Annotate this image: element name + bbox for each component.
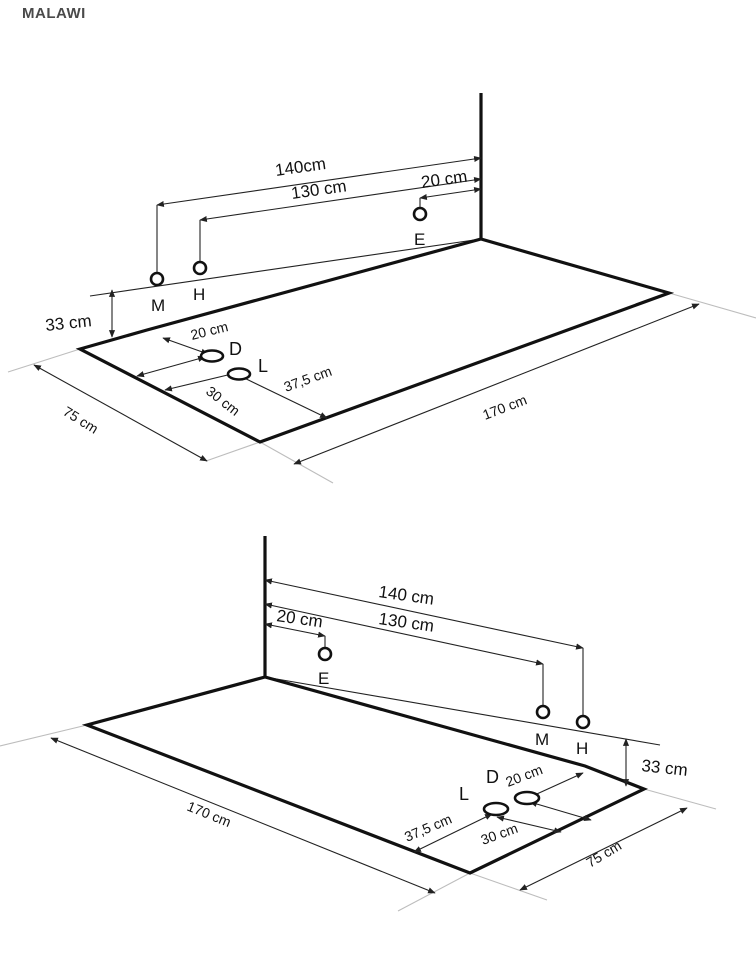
dim-30-label: 30 cm (479, 820, 520, 848)
dim-130-label: 130 cm (290, 176, 348, 203)
dim-140-label: 140 cm (377, 582, 435, 609)
port-m (535, 704, 551, 720)
dim-75-label: 75 cm (583, 837, 624, 870)
dim-20-e (264, 622, 326, 638)
dim-30-b (164, 371, 237, 392)
dim-75 (33, 364, 208, 462)
shower-tray (81, 675, 649, 875)
dim-75-label: 75 cm (60, 403, 101, 437)
dim-33-label: 33 cm (641, 756, 689, 780)
port-e-label: E (414, 230, 425, 249)
port-e (317, 646, 333, 662)
port-h (192, 260, 208, 276)
diagram-bottom: 140 cm 130 cm 20 cm E M H 33 cm 20 cm 30… (0, 536, 717, 912)
dim-30-a (529, 801, 592, 821)
port-l (482, 801, 510, 817)
dim-20-d-label: 20 cm (503, 761, 544, 790)
port-e-label: E (318, 669, 329, 688)
port-l-label: L (258, 356, 268, 376)
port-h-label: H (576, 739, 588, 758)
dim-20-d-label: 20 cm (189, 318, 230, 343)
dim-20-e (419, 186, 482, 201)
dim-33-label: 33 cm (44, 311, 92, 335)
dim-20-d (162, 337, 209, 355)
port-d (513, 790, 541, 806)
dim-75 (519, 807, 688, 891)
port-d-label: D (229, 339, 242, 359)
dim-170 (293, 303, 700, 465)
floor-guide (0, 724, 88, 747)
diagram-top: 140cm 130 cm 20 cm M H E 33 cm 20 cm 30 … (7, 93, 756, 484)
port-m (149, 271, 165, 287)
wall-base-line (264, 676, 661, 746)
port-h-label: H (193, 285, 205, 304)
page-title: MALAWI (22, 5, 86, 22)
port-l (226, 367, 252, 381)
dim-170-label: 170 cm (185, 798, 234, 830)
port-m-label: M (151, 296, 165, 315)
port-h (575, 714, 591, 730)
floor-guide (643, 788, 717, 810)
floor-guide (205, 441, 261, 462)
dim-20-e-label: 20 cm (420, 167, 468, 192)
dim-170-label: 170 cm (480, 391, 529, 422)
dim-37-label: 37,5 cm (282, 363, 334, 395)
floor-guide (397, 872, 471, 912)
floor-guide (7, 348, 81, 373)
dim-130 (199, 176, 482, 223)
floor-guide (668, 292, 756, 319)
wall-base-line (89, 238, 482, 297)
port-d-label: D (486, 767, 499, 787)
dim-130-label: 130 cm (377, 609, 435, 636)
dim-30-a (136, 355, 206, 378)
dim-30-label: 30 cm (203, 383, 243, 419)
dim-170 (50, 737, 436, 894)
port-l-label: L (459, 784, 469, 804)
shower-tray (75, 237, 675, 444)
port-d (199, 349, 225, 363)
dim-37-label: 37,5 cm (402, 811, 454, 845)
dim-130 (264, 602, 544, 666)
port-e (412, 206, 428, 222)
floor-guide (469, 872, 548, 901)
dim-140-label: 140cm (274, 154, 327, 180)
port-m-label: M (535, 730, 549, 749)
